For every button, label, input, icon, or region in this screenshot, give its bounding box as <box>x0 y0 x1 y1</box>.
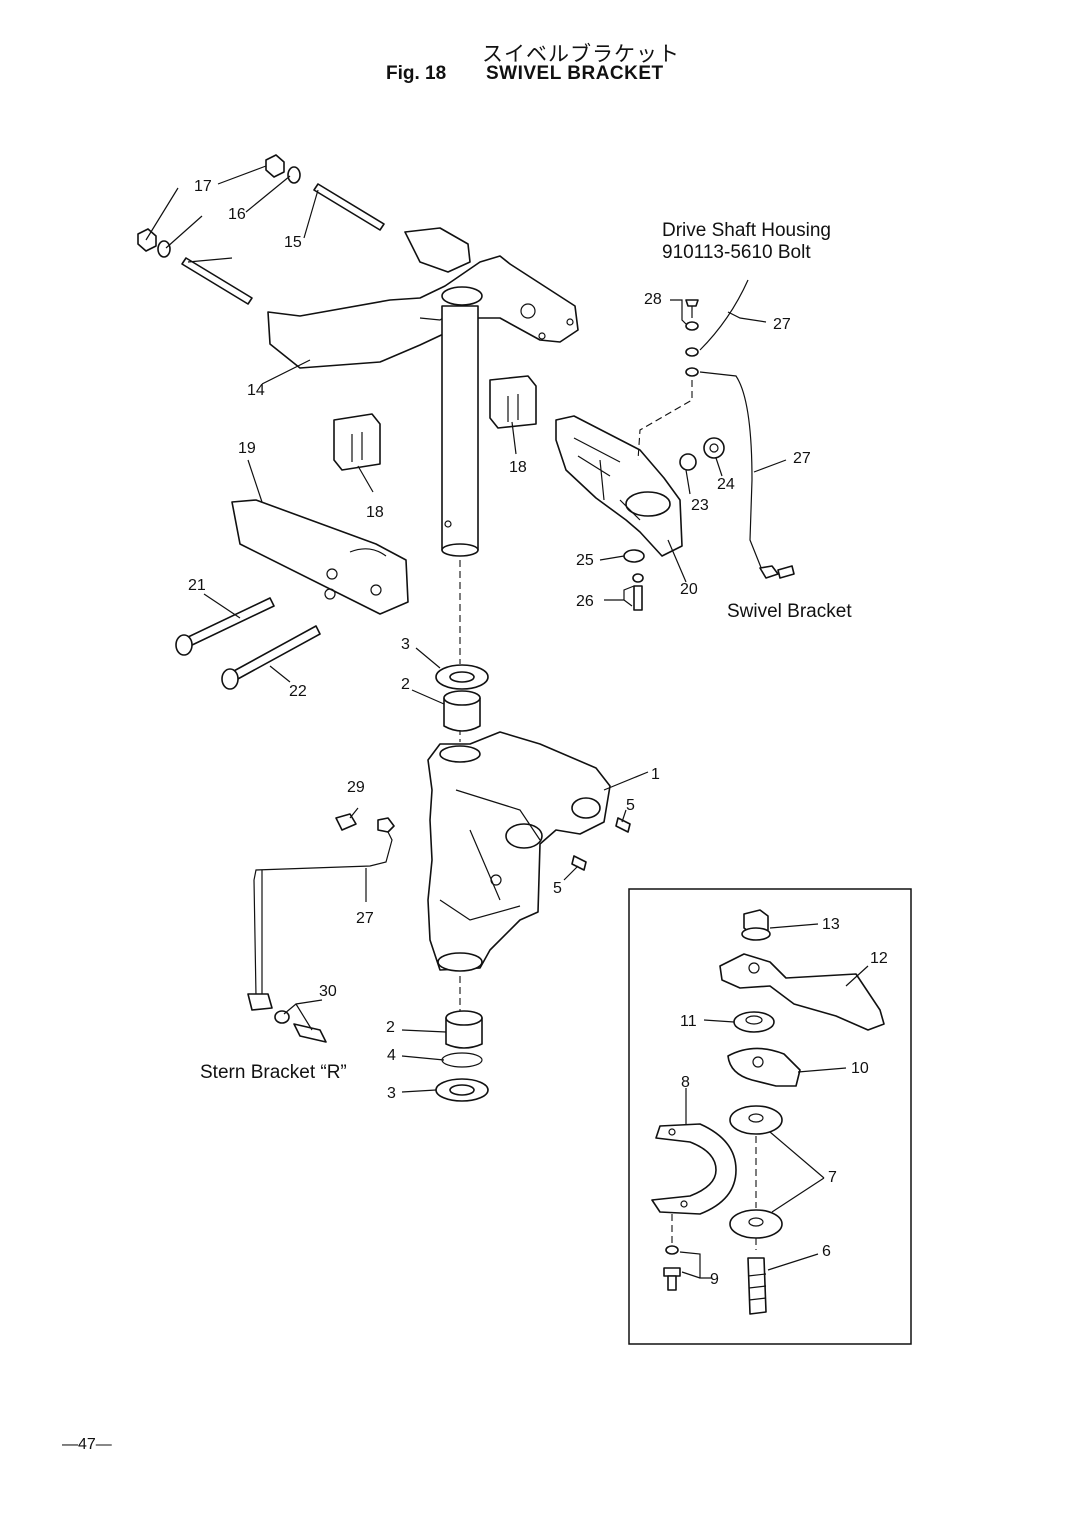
stud-bolts-part <box>181 183 385 305</box>
callout-2-bottom: 2 <box>386 1019 395 1036</box>
callout-16: 16 <box>228 206 246 223</box>
callout-18-left: 18 <box>366 504 384 521</box>
callout-26: 26 <box>576 593 594 610</box>
callout-23: 23 <box>691 497 709 514</box>
callout-18-right: 18 <box>509 459 527 476</box>
callout-3-bottom: 3 <box>387 1085 396 1102</box>
note-bolt-number: 910113-5610 Bolt <box>662 242 811 263</box>
leader-lines <box>145 165 869 1279</box>
callout-7: 7 <box>828 1169 837 1186</box>
swivel-bracket-body-part <box>427 731 611 972</box>
thrust-washers-7-part <box>729 1105 783 1239</box>
screw-28-part <box>685 299 699 377</box>
lock-lever-part <box>719 953 885 1031</box>
callout-28: 28 <box>644 291 662 308</box>
washers-16-part <box>157 166 301 258</box>
nut-24-part <box>703 437 725 459</box>
tiller-tube-part <box>441 305 479 557</box>
bolt-21-part <box>175 597 275 656</box>
washer-25-part <box>623 549 645 563</box>
callout-3-top: 3 <box>401 636 410 653</box>
callout-24: 24 <box>717 476 735 493</box>
callout-5-upper: 5 <box>626 797 635 814</box>
steering-handle-part <box>267 227 579 369</box>
callout-19: 19 <box>238 440 256 457</box>
callout-9: 9 <box>710 1271 719 1288</box>
bolt-9-part <box>663 1214 681 1291</box>
callout-labels: 1 2 2 3 3 4 5 5 6 7 8 9 10 11 12 13 14 1… <box>188 178 888 1288</box>
callout-17: 17 <box>194 178 212 195</box>
callout-2-top: 2 <box>401 676 410 693</box>
thrust-washer-top-part <box>435 664 489 690</box>
note-swivel-bracket: Swivel Bracket <box>727 601 852 622</box>
callout-11: 11 <box>680 1013 697 1030</box>
bolt-22-part <box>221 625 321 690</box>
lock-plate-8-part <box>651 1123 737 1215</box>
callout-20: 20 <box>680 581 698 598</box>
rubber-block-right-part <box>489 375 537 429</box>
callout-12: 12 <box>870 950 888 967</box>
note-stern-bracket: Stern Bracket “R” <box>200 1062 347 1083</box>
bolt-26-part <box>632 573 644 611</box>
rubber-block-left-part <box>333 413 381 471</box>
callout-1: 1 <box>651 766 660 783</box>
callout-15: 15 <box>284 234 302 251</box>
ground-wire-left-part <box>247 813 395 1043</box>
note-drive-shaft-housing: Drive Shaft Housing <box>662 220 831 241</box>
callout-29: 29 <box>347 779 365 796</box>
figure-number: Fig. 18 <box>386 63 447 84</box>
screws-5-part <box>571 817 631 871</box>
nuts-17-part <box>137 154 285 252</box>
callout-27-right: 27 <box>793 450 811 467</box>
callout-25: 25 <box>576 552 594 569</box>
thrust-washer-bottom-part <box>435 1078 489 1102</box>
callout-30: 30 <box>319 983 337 1000</box>
callout-21: 21 <box>188 577 206 594</box>
clamp-plate-part <box>231 499 409 615</box>
bushing-top-part <box>443 690 481 732</box>
callout-27-top: 27 <box>773 316 791 333</box>
snap-ring-part <box>441 1052 483 1068</box>
callout-8: 8 <box>681 1074 690 1091</box>
title-japanese: スイベルブラケット <box>482 42 680 66</box>
callout-14: 14 <box>247 382 265 399</box>
callout-6: 6 <box>822 1243 831 1260</box>
bushing-bottom-part <box>445 1010 483 1049</box>
callout-5-lower: 5 <box>553 880 562 897</box>
figure-title: SWIVEL BRACKET <box>486 63 664 84</box>
callout-27-left: 27 <box>356 910 374 927</box>
callout-10: 10 <box>851 1060 869 1077</box>
callout-22: 22 <box>289 683 307 700</box>
page-number: —47— <box>62 1436 112 1453</box>
inset-frame <box>628 888 912 1345</box>
shaft-6-part <box>747 1238 767 1315</box>
swivel-bracket-arm-part <box>555 415 683 557</box>
callout-4: 4 <box>387 1047 396 1064</box>
cam-plate-part <box>727 1047 801 1087</box>
washer-23-part <box>679 453 697 471</box>
spacer-11-part <box>733 1011 775 1033</box>
ground-wire-right-part <box>637 279 795 579</box>
callout-13: 13 <box>822 916 840 933</box>
filler-plug-part <box>741 909 771 941</box>
